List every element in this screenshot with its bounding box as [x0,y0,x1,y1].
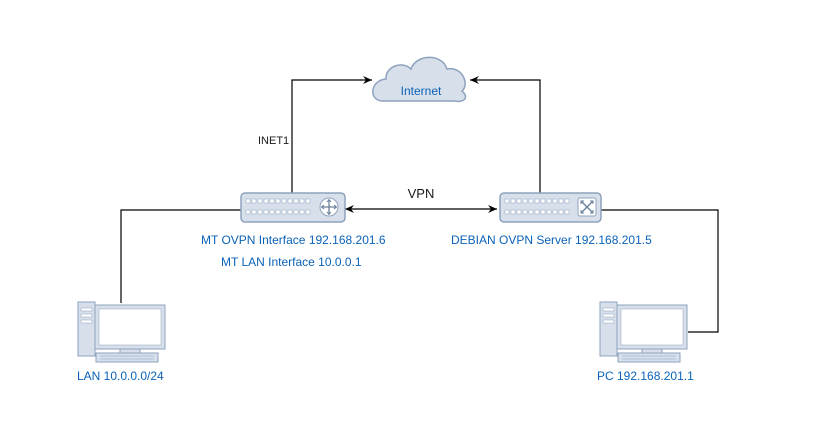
remote-pc-icon [599,301,688,363]
connectors [120,76,719,333]
internet-cloud [372,56,467,103]
mt-ovpn-label: MT OVPN Interface 192.168.201.6 [201,233,386,247]
lan-pc-label: LAN 10.0.0.0/24 [77,369,164,383]
lan-link [120,209,241,303]
mt-lan-label: MT LAN Interface 10.0.0.1 [221,255,362,269]
debian-server-label: DEBIAN OVPN Server 192.168.201.5 [451,233,652,247]
mt-router [240,192,346,223]
debian-internet-link [470,76,541,193]
debian-router [499,192,602,223]
remote-pc-label: PC 192.168.201.1 [597,369,694,383]
port-dots [245,198,311,215]
switch-cross-icon [577,197,597,217]
vpn-label: VPN [407,186,435,201]
internet-label: Internet [400,84,442,98]
port-dots [504,198,570,215]
remote-pc-link [601,209,719,333]
lan-pc-icon [77,301,166,363]
inet1-link [291,76,372,193]
router-symbol-icon [319,197,339,217]
inet1-label: INET1 [258,135,290,147]
